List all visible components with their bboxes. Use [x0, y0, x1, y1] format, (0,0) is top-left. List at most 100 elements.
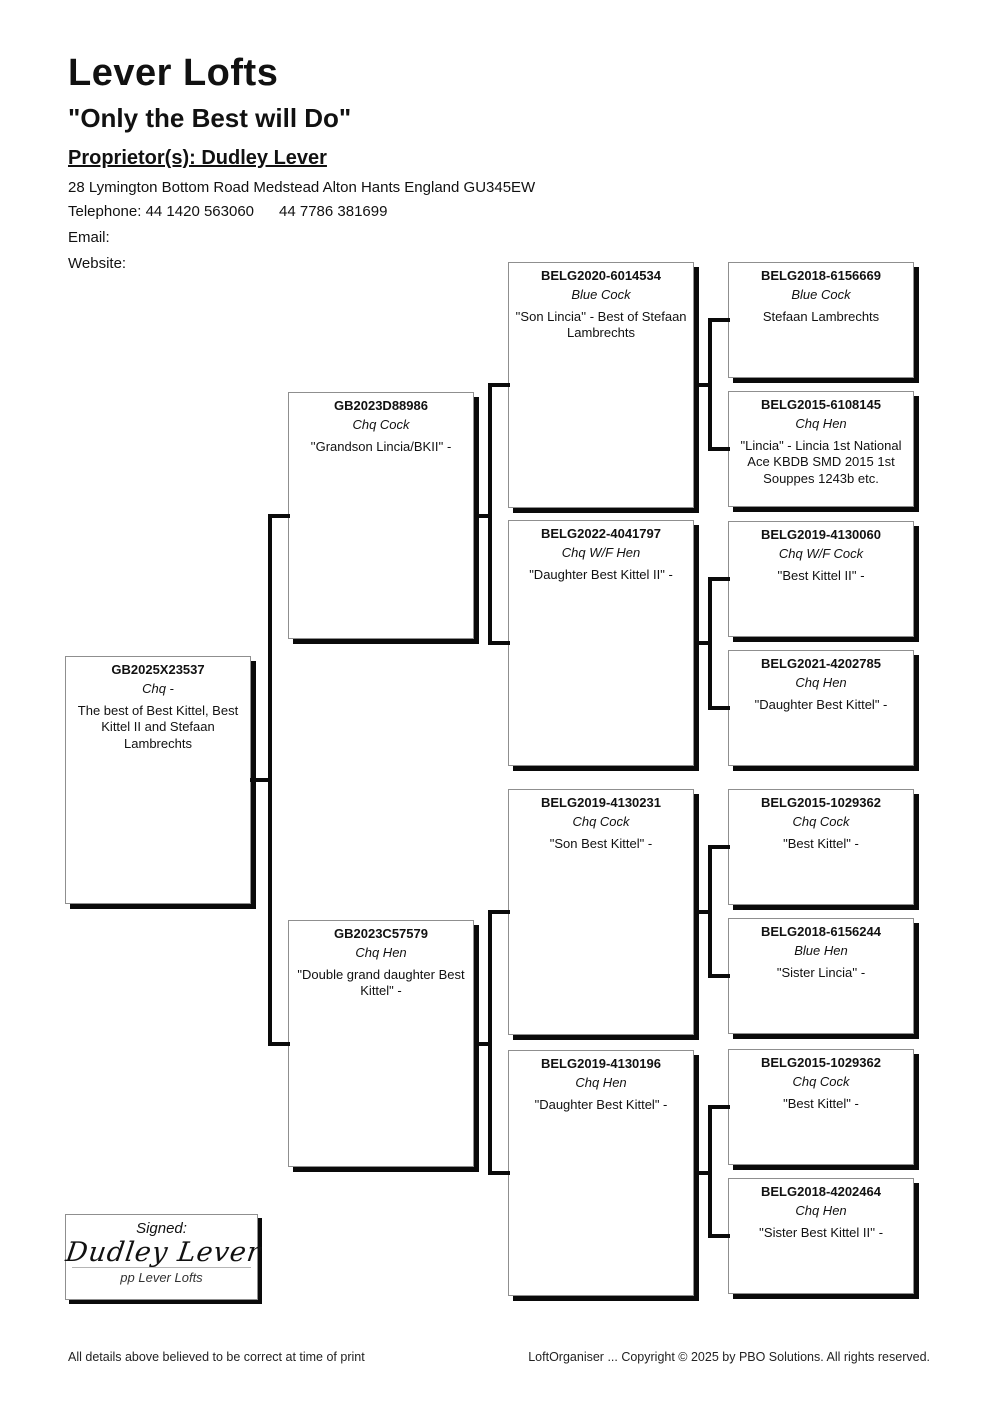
address-line: 28 Lymington Bottom Road Medstead Alton …: [68, 179, 536, 196]
pedigree-box-dam: GB2023C57579 Chq Hen "Double grand daugh…: [288, 920, 474, 1167]
header: Lever Lofts "Only the Best will Do" Prop…: [68, 52, 535, 272]
bird-description: "Best Kittel" -: [783, 1095, 859, 1111]
bird-type: Chq Cock: [792, 814, 850, 830]
pedigree-box-ggparent-2: BELG2015-6108145 Chq Hen "Lincia" - Linc…: [728, 391, 914, 507]
bird-description: "Double grand daughter Best Kittel" -: [297, 966, 465, 999]
connector-line: [708, 974, 730, 978]
bird-type: Blue Cock: [791, 287, 851, 303]
connector-line: [708, 1234, 730, 1238]
pp-line: pp Lever Lofts: [72, 1267, 251, 1285]
ring-number: BELG2019-4130196: [541, 1056, 661, 1071]
ring-number: BELG2021-4202785: [761, 656, 881, 671]
ring-number: BELG2015-1029362: [761, 795, 881, 810]
pedigree-box-grandparent-1: BELG2020-6014534 Blue Cock ''Son Lincia'…: [508, 262, 694, 508]
connector-line: [708, 447, 730, 451]
connector-line: [268, 514, 290, 518]
bird-type: Chq Hen: [795, 675, 847, 691]
pedigree-box-ggparent-8: BELG2018-4202464 Chq Hen ''Sister Best K…: [728, 1178, 914, 1294]
signature-script: Dudley Lever: [63, 1237, 264, 1268]
bird-type: Chq Cock: [572, 814, 630, 830]
connector-line: [694, 383, 712, 387]
bird-type: Chq -: [142, 681, 174, 697]
proprietor-line: Proprietor(s): Dudley Lever: [68, 147, 327, 169]
pedigree-box-subject: GB2025X23537 Chq - The best of Best Kitt…: [65, 656, 251, 904]
pedigree-box-grandparent-2: BELG2022-4041797 Chq W/F Hen "Daughter B…: [508, 520, 694, 766]
connector-line: [708, 706, 730, 710]
footer: All details above believed to be correct…: [68, 1350, 930, 1364]
email-line: Email:: [68, 229, 110, 246]
ring-number: BELG2015-1029362: [761, 1055, 881, 1070]
telephone-line: Telephone: 44 1420 563060 44 7786 381699: [68, 203, 388, 220]
signature-box: Signed: Dudley Lever pp Lever Lofts: [63, 1214, 264, 1300]
bird-description: Stefaan Lambrechts: [762, 308, 880, 324]
pedigree-box-ggparent-1: BELG2018-6156669 Blue Cock Stefaan Lambr…: [728, 262, 914, 378]
connector-line: [708, 318, 730, 322]
ring-number: BELG2015-6108145: [761, 397, 881, 412]
bird-type: Blue Cock: [571, 287, 631, 303]
ring-number: BELG2020-6014534: [541, 268, 661, 283]
connector-line: [708, 845, 712, 978]
connector-line: [708, 1105, 730, 1109]
connector-line: [474, 1042, 492, 1046]
loft-motto: "Only the Best will Do": [68, 103, 352, 133]
connector-line: [268, 1042, 290, 1046]
connector-line: [488, 383, 510, 387]
bird-description: "Daughter Best Kittel" -: [754, 696, 888, 712]
bird-description: "Lincia" - Lincia 1st National Ace KBDB …: [740, 437, 902, 486]
pedigree-box-ggparent-4: BELG2021-4202785 Chq Hen "Daughter Best …: [728, 650, 914, 766]
bird-type: Chq Hen: [795, 1203, 847, 1219]
bird-type: Chq W/F Cock: [778, 546, 864, 562]
connector-line: [488, 910, 492, 1175]
bird-description: "Sister Lincia'' -: [776, 964, 866, 980]
bird-description: The best of Best Kittel, Best Kittel II …: [77, 702, 239, 751]
bird-type: Chq Hen: [355, 945, 407, 961]
bird-description: "Best Kittel" -: [783, 835, 859, 851]
bird-description: "Son Best Kittel" -: [549, 835, 653, 851]
ring-number: GB2025X23537: [111, 662, 205, 677]
bird-description: ''Son Lincia'' - Best of Stefaan Lambrec…: [515, 308, 687, 341]
pedigree-box-ggparent-5: BELG2015-1029362 Chq Cock "Best Kittel" …: [728, 789, 914, 905]
pedigree-box-grandparent-4: BELG2019-4130196 Chq Hen "Daughter Best …: [508, 1050, 694, 1296]
bird-description: ''Sister Best Kittel II'' -: [758, 1224, 884, 1240]
ring-number: BELG2022-4041797: [541, 526, 661, 541]
connector-line: [694, 641, 712, 645]
ring-number: GB2023D88986: [334, 398, 428, 413]
pedigree-box-ggparent-7: BELG2015-1029362 Chq Cock "Best Kittel" …: [728, 1049, 914, 1165]
loft-name: Lever Lofts: [68, 52, 279, 94]
footer-disclaimer: All details above believed to be correct…: [68, 1350, 365, 1364]
pedigree-box-grandparent-3: BELG2019-4130231 Chq Cock "Son Best Kitt…: [508, 789, 694, 1035]
connector-line: [488, 910, 510, 914]
connector-line: [694, 910, 712, 914]
connector-line: [708, 318, 712, 451]
connector-line: [250, 778, 272, 782]
website-line: Website:: [68, 255, 127, 272]
connector-line: [488, 1171, 510, 1175]
bird-description: ''Best Kittel II'' -: [777, 567, 865, 583]
ring-number: BELG2019-4130231: [541, 795, 661, 810]
bird-type: Chq Hen: [575, 1075, 627, 1091]
pedigree-box-sire: GB2023D88986 Chq Cock ''Grandson Lincia/…: [288, 392, 474, 639]
bird-type: Blue Hen: [794, 943, 848, 959]
connector-line: [708, 577, 730, 581]
signed-label: Signed:: [136, 1220, 187, 1237]
ring-number: BELG2018-6156244: [761, 924, 881, 939]
bird-type: Chq W/F Hen: [561, 545, 641, 561]
bird-type: Chq Cock: [352, 417, 410, 433]
pedigree-box-ggparent-3: BELG2019-4130060 Chq W/F Cock ''Best Kit…: [728, 521, 914, 637]
connector-line: [488, 383, 492, 645]
ring-number: GB2023C57579: [334, 926, 428, 941]
bird-description: "Daughter Best Kittel II" -: [529, 566, 673, 582]
connector-line: [488, 641, 510, 645]
connector-line: [268, 514, 272, 1046]
bird-type: Chq Hen: [795, 416, 847, 432]
connector-line: [708, 1105, 712, 1238]
bird-description: ''Grandson Lincia/BKII'' -: [310, 438, 452, 454]
pedigree-box-ggparent-6: BELG2018-6156244 Blue Hen "Sister Lincia…: [728, 918, 914, 1034]
connector-line: [708, 577, 712, 710]
connector-line: [474, 514, 492, 518]
bird-description: "Daughter Best Kittel" -: [534, 1096, 668, 1112]
bird-type: Chq Cock: [792, 1074, 850, 1090]
connector-line: [694, 1171, 712, 1175]
ring-number: BELG2018-6156669: [761, 268, 881, 283]
